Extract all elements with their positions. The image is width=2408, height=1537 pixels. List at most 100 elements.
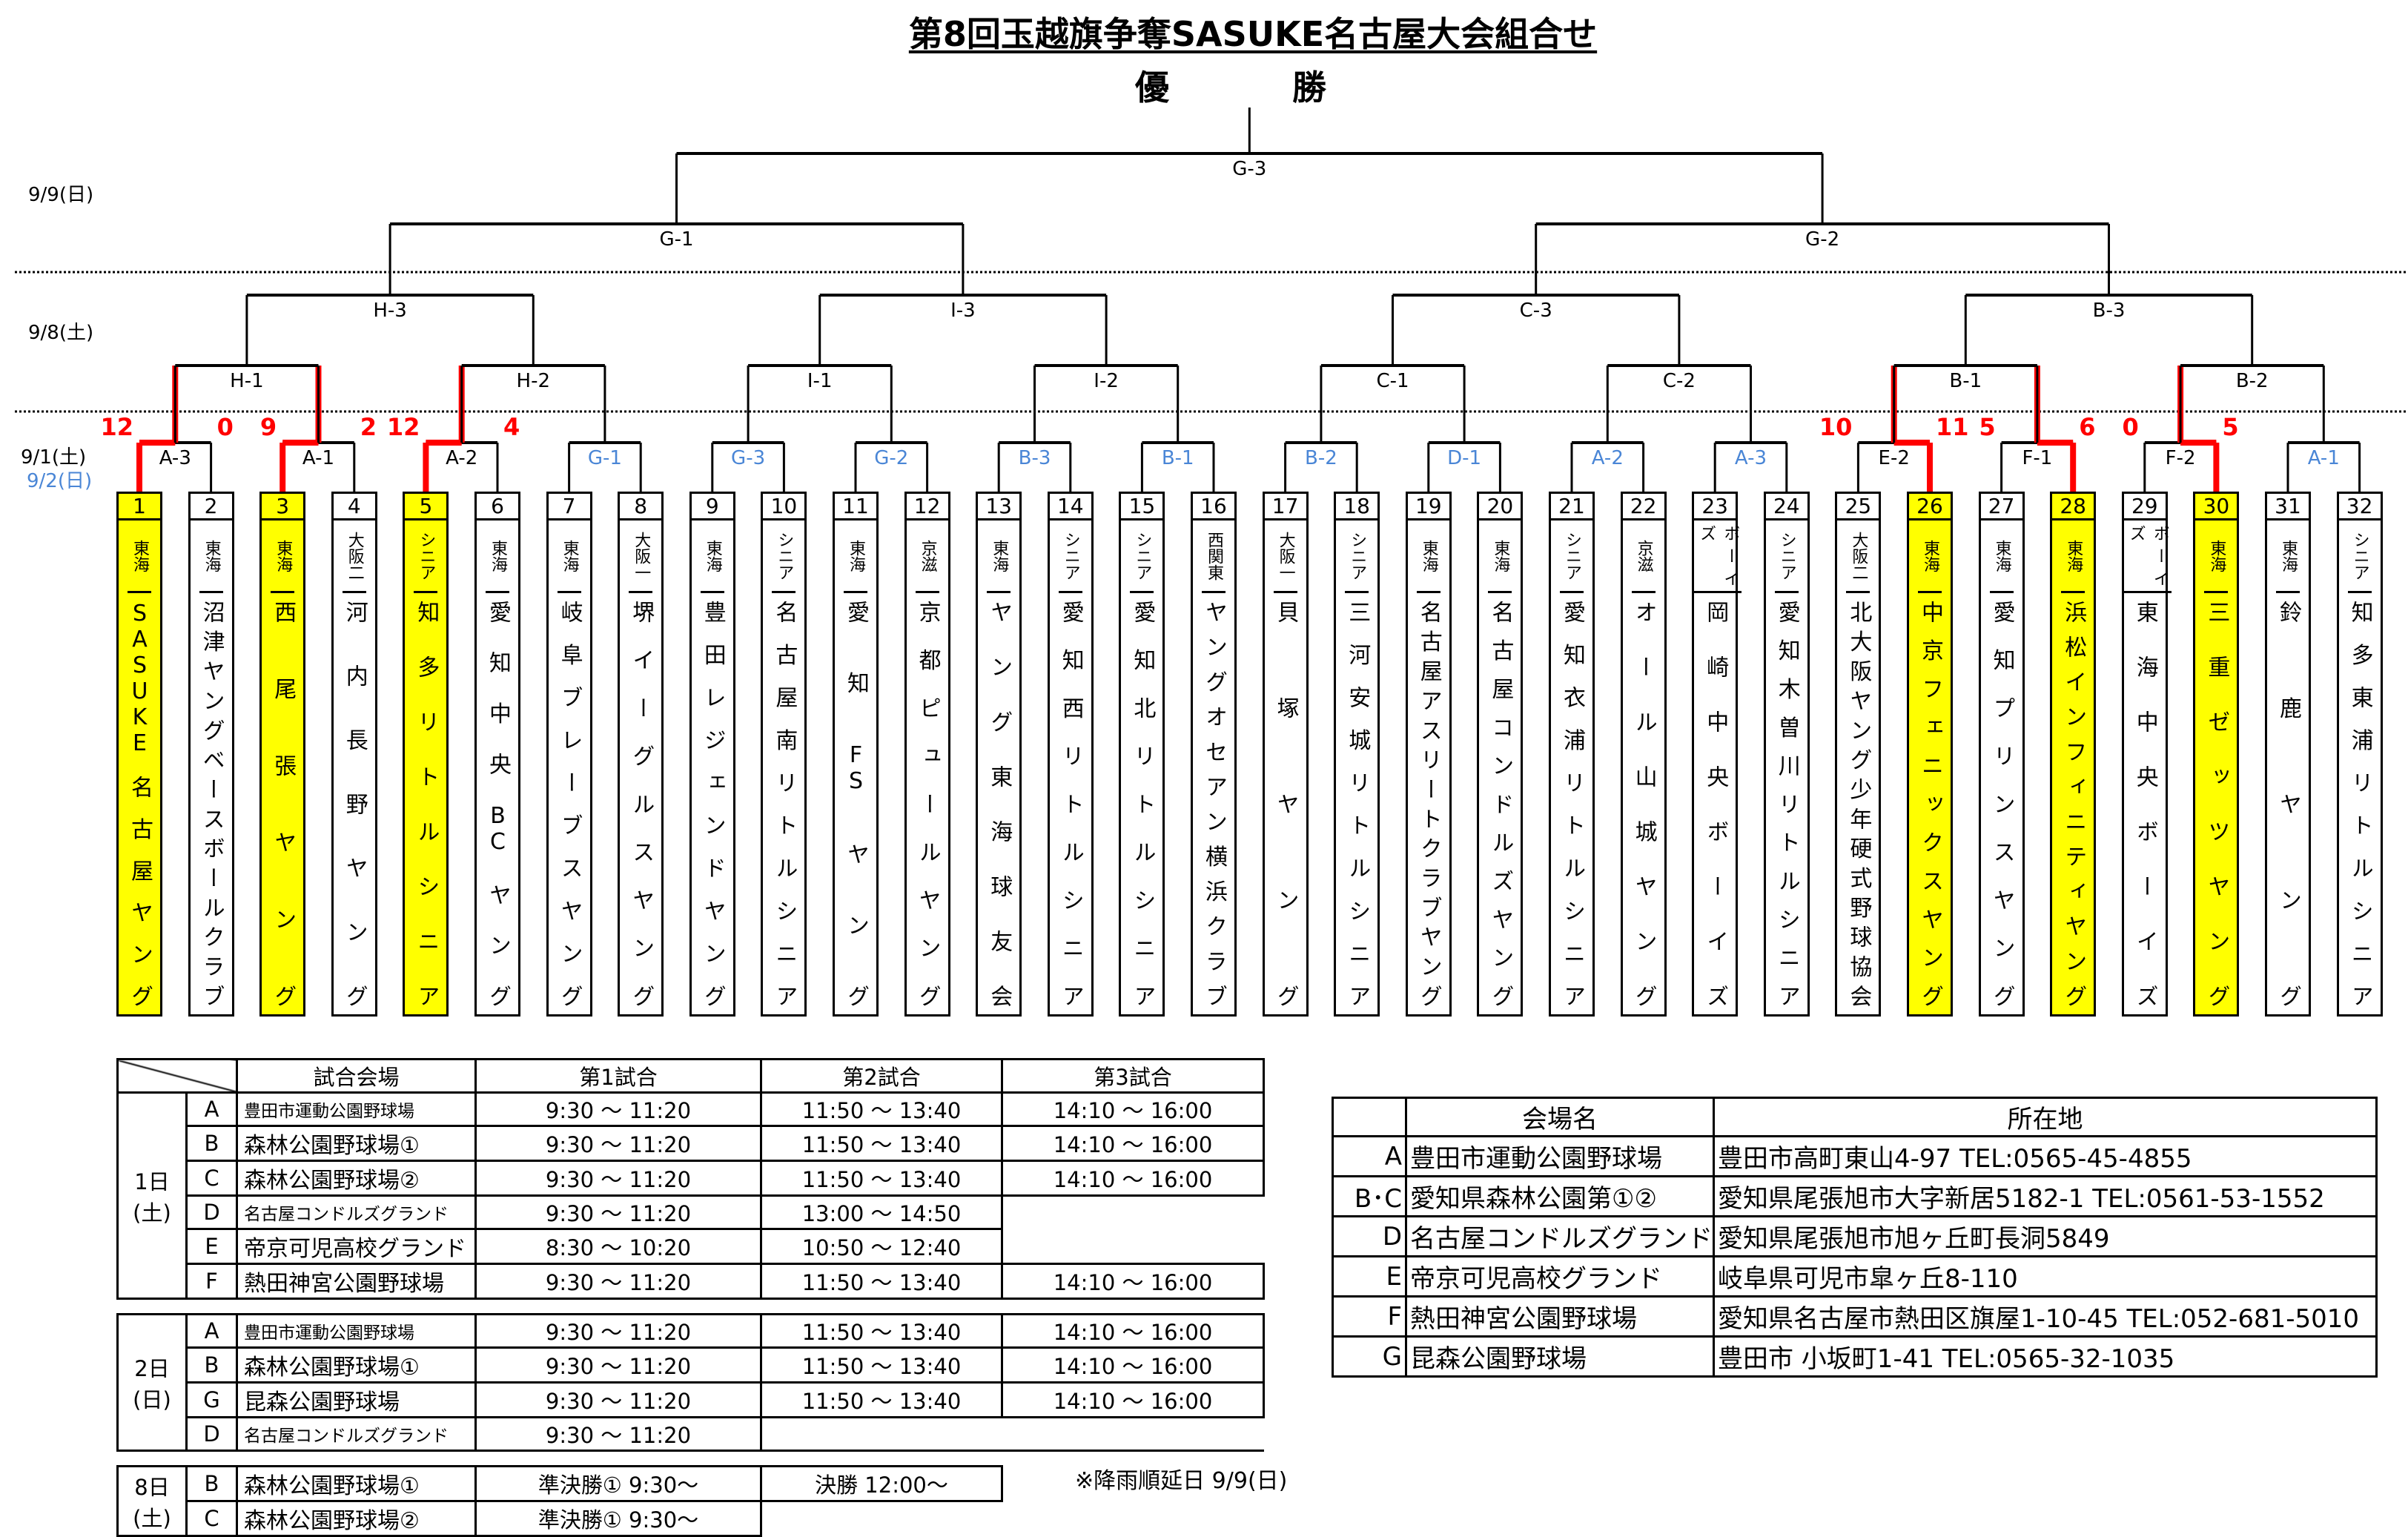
team-entry: 16 西関東 ヤングオセアン横浜クラブ bbox=[1191, 492, 1237, 1017]
team-region: シニア bbox=[414, 520, 438, 593]
team-region: 京滋 bbox=[915, 520, 939, 593]
team-entry: 2 東海 沼津ヤングベースボールクラブ bbox=[188, 492, 234, 1017]
day-label: 1日 bbox=[134, 1169, 170, 1194]
game-time: 9:30 ～ 11:20 bbox=[474, 1263, 762, 1300]
team-entry: 29 ボーイズ 東海中央ボーイズ bbox=[2121, 492, 2172, 1017]
team-name-text: 岡崎中央ボーイズ bbox=[1702, 601, 1729, 1007]
team-name-text: 貝塚ヤング bbox=[1272, 601, 1299, 1007]
team-name-text: 堺イーグルスヤング bbox=[628, 601, 655, 1007]
game-time: 9:30 ～ 11:20 bbox=[474, 1194, 762, 1230]
team-number: 3 bbox=[262, 494, 304, 520]
match-label: F-1 bbox=[2022, 447, 2052, 469]
team-region-text: 東海 bbox=[847, 539, 865, 572]
weekday-label: (土) bbox=[133, 1200, 171, 1226]
team-number: 24 bbox=[1765, 494, 1807, 520]
team-name: 名古屋アスリートクラブヤング bbox=[1408, 593, 1449, 1014]
team-entry: 12 京滋 京都ピュールヤング bbox=[904, 492, 950, 1017]
team-number: 29 bbox=[2123, 494, 2166, 520]
team-region-text: シニア bbox=[417, 531, 436, 581]
team-region-text: 東海 bbox=[703, 539, 722, 572]
date-round1-a: 9/1(土) bbox=[21, 446, 87, 469]
team-name-text: 名古屋アスリートクラブヤング bbox=[1415, 601, 1442, 1007]
champion-label: 優 勝 bbox=[1135, 67, 1371, 108]
team-name: 中京フェニックスヤング bbox=[1909, 593, 1951, 1014]
team-name-text: 名古屋南リトルシニア bbox=[771, 601, 798, 1007]
team-name: 堺イーグルスヤング bbox=[620, 593, 661, 1014]
team-region: 東海 bbox=[700, 520, 724, 593]
empty-cell bbox=[761, 1501, 1002, 1536]
team-name-text: 浜松インフィニティヤング bbox=[2060, 601, 2087, 1007]
team-name: 北大阪ヤング少年硬式野球協会 bbox=[1837, 593, 1879, 1014]
match-label: G-1 bbox=[588, 447, 622, 469]
venue-name: 熱田神宮公園野球場 bbox=[236, 1263, 477, 1300]
score: 0 bbox=[217, 413, 234, 441]
team-entry: 19 東海 名古屋アスリートクラブヤング bbox=[1405, 492, 1452, 1017]
team-number: 5 bbox=[405, 494, 447, 520]
match-label: B-2 bbox=[1305, 447, 1337, 469]
team-region: 東海 bbox=[844, 520, 867, 593]
venue-name: 豊田市運動公園野球場 bbox=[236, 1091, 477, 1127]
match-label: A-2 bbox=[446, 447, 477, 469]
team-region: シニア bbox=[2347, 520, 2372, 593]
venue-address: 豊田市高町東山4-97 TEL:0565-45-4855 bbox=[1713, 1135, 2378, 1177]
team-region-text: シニア bbox=[2350, 531, 2369, 581]
match-label: C-2 bbox=[1663, 370, 1696, 392]
spacer bbox=[117, 1450, 1264, 1467]
team-region-text: 京滋 bbox=[1634, 539, 1653, 572]
team-name: 岡崎中央ボーイズ bbox=[1694, 593, 1736, 1014]
team-region-text: 東海 bbox=[2064, 539, 2083, 572]
match-label: I-2 bbox=[1094, 370, 1119, 392]
team-number: 11 bbox=[835, 494, 876, 520]
match-label: H-3 bbox=[373, 300, 406, 322]
team-number: 19 bbox=[1407, 494, 1449, 520]
team-region: 東海 bbox=[128, 520, 151, 593]
score: 5 bbox=[1979, 413, 1995, 441]
match-label: C-3 bbox=[1520, 300, 1552, 322]
match-label: G-2 bbox=[1805, 228, 1839, 251]
team-entry: 27 東海 愛知プリンスヤング bbox=[1978, 492, 2025, 1017]
team-region: 東海 bbox=[1918, 520, 1942, 593]
venue-code: C bbox=[185, 1160, 238, 1197]
team-name: 愛知中央BCヤング bbox=[477, 593, 518, 1014]
date-round1-b: 9/2(日) bbox=[27, 470, 93, 492]
score: 9 bbox=[260, 413, 277, 441]
team-entry: 7 東海 岐阜ブレーブスヤング bbox=[546, 492, 592, 1017]
team-number: 12 bbox=[906, 494, 948, 520]
match-label: A-2 bbox=[1592, 447, 1624, 469]
team-region-text: 東海 bbox=[1419, 539, 1438, 572]
score: 11 bbox=[1936, 413, 1969, 441]
team-entry: 4 大阪二 河内長野ヤング bbox=[331, 492, 377, 1017]
venue-name: 愛知県森林公園第①② bbox=[1405, 1175, 1715, 1217]
match-label: G-3 bbox=[731, 447, 765, 469]
team-entry: 18 シニア 三河安城リトルシニア bbox=[1334, 492, 1380, 1017]
venue-name: 帝京可児高校グランド bbox=[1405, 1255, 1715, 1298]
game-time: 11:50 ～ 13:40 bbox=[760, 1263, 1003, 1300]
score: 4 bbox=[503, 413, 520, 441]
team-entry: 20 東海 名古屋コンドルズヤング bbox=[1477, 492, 1524, 1017]
score: 12 bbox=[387, 413, 420, 441]
team-region: シニア bbox=[772, 520, 796, 593]
team-region: 東海 bbox=[987, 520, 1011, 593]
team-region: 西関東 bbox=[1202, 520, 1226, 593]
team-region-text: シニア bbox=[1777, 531, 1796, 581]
team-region: 大阪二 bbox=[1846, 520, 1870, 593]
team-region: シニア bbox=[1130, 520, 1154, 593]
team-number: 32 bbox=[2338, 494, 2381, 520]
venue-code: B bbox=[185, 1346, 238, 1384]
team-region-text: シニア bbox=[1133, 531, 1152, 581]
match-label: G-1 bbox=[659, 228, 693, 251]
team-name: 愛知北リトルシニア bbox=[1121, 593, 1162, 1014]
page-title: 第8回玉越旗争奪SASUKE名古屋大会組合せ bbox=[908, 14, 1598, 54]
team-region-text: 京滋 bbox=[918, 539, 937, 572]
team-number: 6 bbox=[477, 494, 518, 520]
match-label: I-3 bbox=[950, 300, 976, 322]
team-name: 豊田レジェンドヤング bbox=[692, 593, 733, 1014]
team-number: 2 bbox=[190, 494, 232, 520]
team-number: 8 bbox=[620, 494, 662, 520]
